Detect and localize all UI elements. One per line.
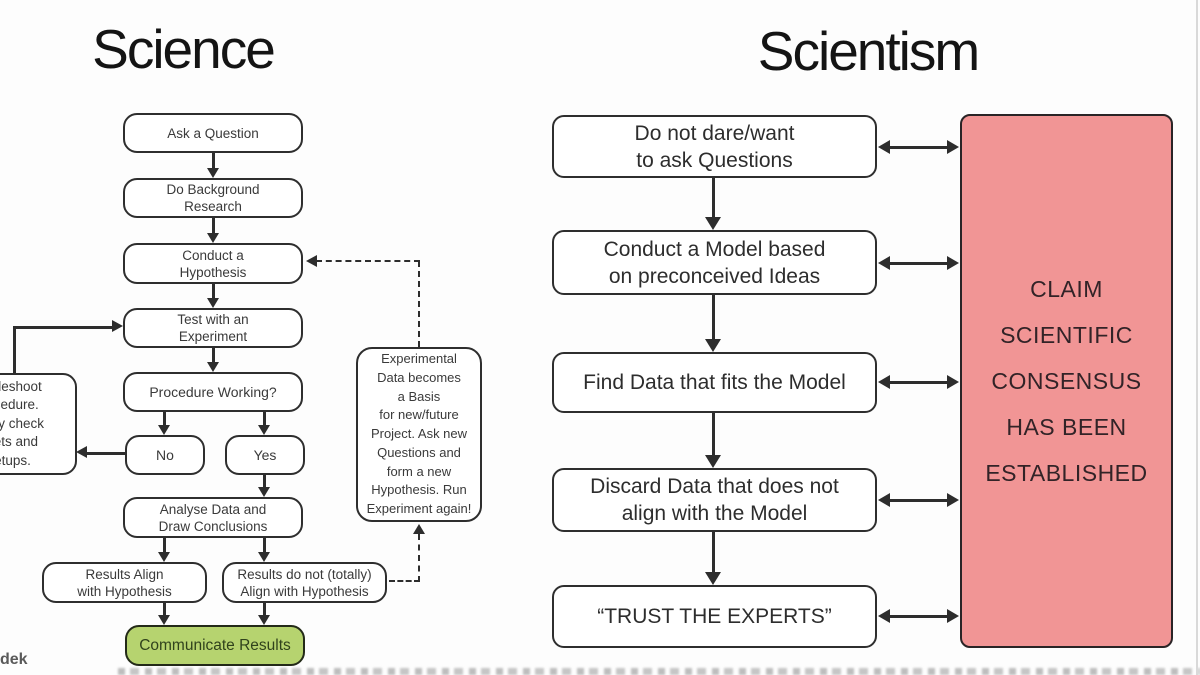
arrowhead-up-icon <box>413 524 425 534</box>
dashed-experimental-to-hypothesis-v <box>418 261 420 347</box>
scientism-step-no-questions: Do not dare/want to ask Questions <box>552 115 877 178</box>
arrowhead-right-icon <box>947 140 959 154</box>
dashed-results-to-experimental-v <box>418 534 420 582</box>
science-step-test-experiment: Test with an Experiment <box>123 308 303 348</box>
arrowhead-left-icon <box>306 255 317 267</box>
science-step-results-align: Results Align with Hypothesis <box>42 562 207 603</box>
arrowhead-down-icon <box>705 455 721 468</box>
connector-troubleshoot-up <box>13 326 16 373</box>
connector-troubleshoot-right <box>13 326 113 329</box>
arrow-procedure-to-no <box>163 412 166 425</box>
double-arrow-4-line <box>889 499 949 502</box>
double-arrow-1-line <box>889 146 949 149</box>
arrowhead-down-icon <box>258 487 270 497</box>
arrowhead-down-icon <box>705 339 721 352</box>
science-step-analyse-data: Analyse Data and Draw Conclusions <box>123 497 303 538</box>
science-note-troubleshoot-cropped: ubleshoot ocedure. fully check sets and … <box>0 373 77 475</box>
arrow-scientism-3-4 <box>712 413 715 456</box>
arrowhead-right-icon <box>947 256 959 270</box>
arrowhead-down-icon <box>705 572 721 585</box>
arrow-no-to-troubleshoot <box>87 452 125 455</box>
double-arrow-2-line <box>889 262 949 265</box>
dashed-experimental-to-hypothesis-h <box>316 260 420 262</box>
arrow-scientism-4-5 <box>712 532 715 573</box>
scientism-claim-consensus-box: CLAIM SCIENTIFIC CONSENSUS HAS BEEN ESTA… <box>960 114 1173 648</box>
arrowhead-right-icon <box>112 320 123 332</box>
arrow-yes-to-analyse <box>263 475 266 487</box>
right-edge-line <box>1196 0 1198 675</box>
arrow-procedure-to-yes <box>263 412 266 425</box>
dashed-results-to-experimental-h <box>389 580 420 582</box>
science-branch-yes: Yes <box>225 435 305 475</box>
science-step-procedure-working: Procedure Working? <box>123 372 303 412</box>
arrowhead-down-icon <box>158 552 170 562</box>
arrowhead-right-icon <box>947 493 959 507</box>
arrowhead-down-icon <box>207 298 219 308</box>
arrowhead-down-icon <box>705 217 721 230</box>
scientism-title: Scientism <box>757 20 980 82</box>
arrowhead-down-icon <box>258 615 270 625</box>
arrow-background-to-hypothesis <box>212 218 215 233</box>
arrowhead-right-icon <box>947 375 959 389</box>
double-arrow-3-line <box>889 381 949 384</box>
arrow-scientism-1-2 <box>712 178 715 218</box>
arrow-scientism-2-3 <box>712 295 715 340</box>
scientism-step-discard-data: Discard Data that does not align with th… <box>552 468 877 532</box>
science-step-conduct-hypothesis: Conduct a Hypothesis <box>123 243 303 284</box>
arrowhead-left-icon <box>878 140 890 154</box>
scientism-step-trust-experts: “TRUST THE EXPERTS” <box>552 585 877 648</box>
arrowhead-down-icon <box>207 168 219 178</box>
arrowhead-left-icon <box>878 609 890 623</box>
arrow-results-align-to-communicate <box>163 603 166 615</box>
arrowhead-down-icon <box>258 425 270 435</box>
arrowhead-left-icon <box>76 446 87 458</box>
science-title: Science <box>92 18 276 80</box>
arrowhead-down-icon <box>158 615 170 625</box>
arrow-test-to-procedure <box>212 348 215 362</box>
arrow-analyse-to-results-not <box>263 538 266 552</box>
scientism-step-find-data: Find Data that fits the Model <box>552 352 877 413</box>
science-step-background-research: Do Background Research <box>123 178 303 218</box>
arrowhead-down-icon <box>207 233 219 243</box>
arrowhead-right-icon <box>947 609 959 623</box>
science-step-ask-question: Ask a Question <box>123 113 303 153</box>
watermark-fragment: dek <box>0 651 28 668</box>
arrow-hypothesis-to-test <box>212 284 215 298</box>
arrowhead-down-icon <box>158 425 170 435</box>
scientism-step-model-preconceived: Conduct a Model based on preconceived Id… <box>552 230 877 295</box>
arrowhead-down-icon <box>207 362 219 372</box>
science-note-experimental-data: Experimental Data becomes a Basis for ne… <box>356 347 482 522</box>
science-branch-no: No <box>125 435 205 475</box>
arrowhead-down-icon <box>258 552 270 562</box>
arrow-ask-to-background <box>212 153 215 168</box>
arrow-results-not-to-communicate <box>263 603 266 615</box>
arrow-analyse-to-results-align <box>163 538 166 552</box>
double-arrow-5-line <box>889 615 949 618</box>
arrowhead-left-icon <box>878 375 890 389</box>
arrowhead-left-icon <box>878 256 890 270</box>
cropped-text-strip <box>118 668 1200 675</box>
arrowhead-left-icon <box>878 493 890 507</box>
science-step-communicate-results: Communicate Results <box>125 625 305 666</box>
science-step-results-not-align: Results do not (totally) Align with Hypo… <box>222 562 387 603</box>
